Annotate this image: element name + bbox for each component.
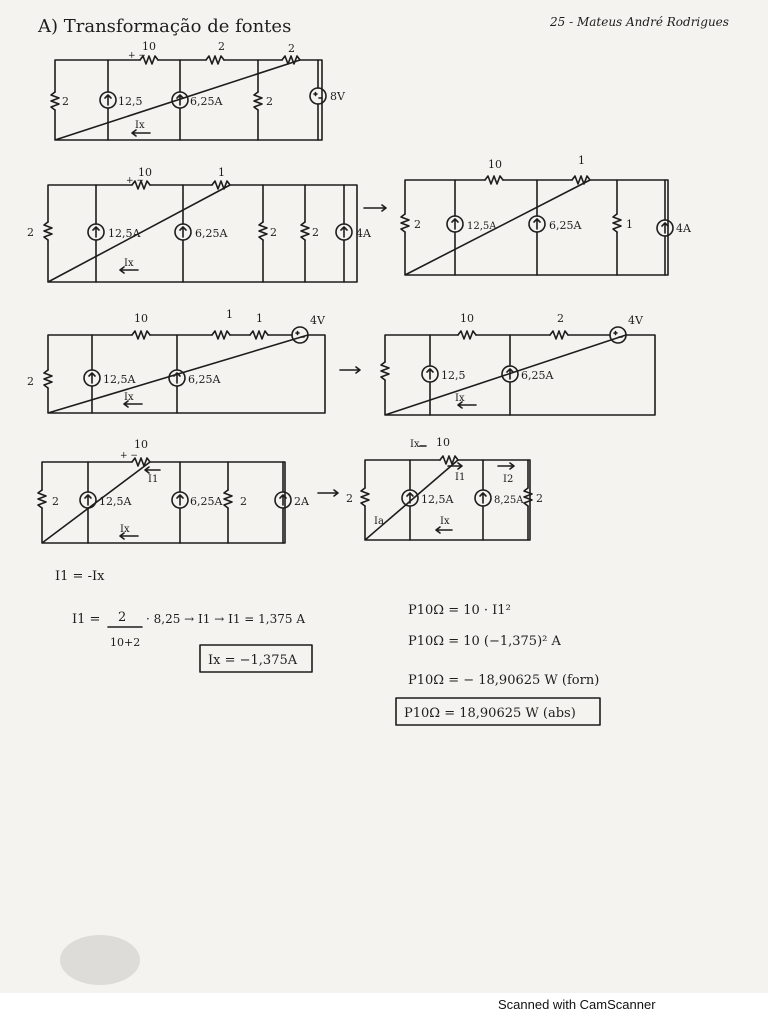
eq-power-1: P10Ω = 10 · I1²: [408, 603, 511, 618]
scanner-footer: Scanned with CamScanner: [0, 993, 768, 1024]
c6-r-top1-polarity: + −: [120, 451, 138, 461]
c6-src1: 12,5A: [99, 495, 132, 508]
c6-i1: I1: [148, 474, 158, 485]
eq-ix-boxed: Ix = −1,375A: [208, 653, 298, 668]
c4-src1: 12,5A: [103, 373, 136, 386]
c3-r-top1: 10: [488, 158, 502, 171]
c1-r-left: 2: [62, 95, 69, 108]
c4-src2: 6,25A: [188, 373, 221, 386]
eq-divider-num: 2: [118, 610, 126, 625]
ix-result-box: [199, 644, 313, 673]
c7-ix: Ix: [440, 516, 450, 527]
c4-r-left: 2: [27, 375, 34, 388]
c1-vsrc: 8V: [330, 90, 346, 103]
c7-ix-top: Ix: [410, 439, 420, 450]
c3-r-left: 2: [414, 218, 421, 231]
c2-r-mid1: 2: [270, 226, 277, 239]
c7-i1: I1: [455, 472, 465, 483]
c2-r-top1-polarity: + −: [126, 176, 144, 186]
c4-r-top1: 10: [134, 312, 148, 325]
page-title: A) Transformação de fontes: [37, 16, 291, 37]
c3-src1: 12,5A: [467, 221, 497, 232]
circuit-6: 2 10 + − I1 12,5A 6,25A 2 2A Ix: [37, 438, 310, 544]
c7-r-top1: 10: [436, 436, 450, 449]
equations: I1 = -Ix I1 = 2 10+2 · 8,25 → I1 → I1 = …: [55, 569, 601, 726]
scanner-watermark: Scanned with CamScanner: [498, 997, 656, 1012]
eq-power-boxed: P10Ω = 18,90625 W (abs): [404, 706, 576, 721]
author-label: 25 - Mateus André Rodrigues: [549, 15, 729, 29]
arrow-c6-c7: [317, 489, 339, 497]
c2-ix: Ix: [124, 258, 134, 269]
circuit-1: 2 10 + − 2 2 12,5 6,25A 2 8V Ix: [50, 40, 346, 141]
c2-r-mid2: 2: [312, 226, 319, 239]
c1-r-mid: 2: [266, 95, 273, 108]
c1-r-top1: 10: [142, 40, 156, 53]
circuit-7: Ix 10 I1 I2 2 12,5A 8,25A 2 Ia Ix: [346, 436, 543, 541]
c7-src2: 8,25A: [494, 495, 524, 506]
c6-r-left: 2: [52, 495, 59, 508]
eq-divider-lhs: I1 =: [72, 612, 100, 627]
c6-src2: 6,25A: [190, 495, 223, 508]
c2-r-top2: 1: [218, 166, 225, 179]
c5-r-top2: 2: [557, 312, 564, 325]
c3-r-mid: 1: [626, 218, 633, 231]
c7-r-left: 2: [346, 492, 353, 505]
eq-power-2: P10Ω = 10 (−1,375)² A: [408, 634, 561, 649]
c3-src3: 4A: [676, 222, 692, 235]
c1-r-top2: 2: [218, 40, 225, 53]
c2-src3: 4A: [356, 227, 372, 240]
c4-r-top2: 1: [226, 308, 233, 321]
c2-src1: 12,5A: [108, 227, 141, 240]
power-result-box: [395, 697, 601, 726]
c1-r-top1-polarity: + −: [128, 51, 146, 61]
c4-vsrc: 4V: [310, 314, 326, 327]
c5-r-top1: 10: [460, 312, 474, 325]
c7-r-right: 2: [536, 492, 543, 505]
circuit-3: 2 10 1 12,5A 6,25A 1 4A: [400, 154, 692, 276]
eq-divider-den: 10+2: [110, 636, 140, 649]
c2-src2: 6,25A: [195, 227, 228, 240]
c7-src1: 12,5A: [421, 493, 454, 506]
circuit-5: 10 2 12,5 6,25A 4V Ix: [380, 312, 656, 416]
circuit-4: 2 10 1 1 12,5A 6,25A 4V Ix: [27, 308, 326, 414]
eq-power-3: P10Ω = − 18,90625 W (forn): [408, 673, 599, 688]
c4-ix: Ix: [124, 392, 134, 403]
c1-src1: 12,5: [118, 95, 143, 108]
c3-r-top2: 1: [578, 154, 585, 167]
c2-r-left: 2: [27, 226, 34, 239]
c1-r-top3: 2: [288, 42, 295, 55]
arrow-c2-c3: [363, 204, 387, 212]
c5-src1: 12,5: [441, 369, 466, 382]
c7-i-a: Ia: [374, 516, 384, 527]
c3-src2: 6,25A: [549, 219, 582, 232]
c6-r-top1: 10: [134, 438, 148, 451]
c5-ix: Ix: [455, 393, 465, 404]
c5-vsrc: 4V: [628, 314, 644, 327]
page-smudge: [60, 935, 140, 985]
eq-divider-rhs: · 8,25 → I1 → I1 = 1,375 A: [146, 612, 305, 626]
c4-r-top3: 1: [256, 312, 263, 325]
c6-src3: 2A: [294, 495, 310, 508]
c1-src2: 6,25A: [190, 95, 223, 108]
c1-ix: Ix: [135, 120, 145, 131]
c2-r-top1: 10: [138, 166, 152, 179]
circuit-2: 2 10 + − 1 12,5A 6,25A 2 2 4A Ix: [27, 166, 372, 283]
c6-r-mid: 2: [240, 495, 247, 508]
eq-relation: I1 = -Ix: [55, 569, 105, 584]
c5-src2: 6,25A: [521, 369, 554, 382]
c6-ix: Ix: [120, 524, 130, 535]
arrow-c4-c5: [339, 366, 361, 374]
c7-i2: I2: [503, 474, 513, 485]
